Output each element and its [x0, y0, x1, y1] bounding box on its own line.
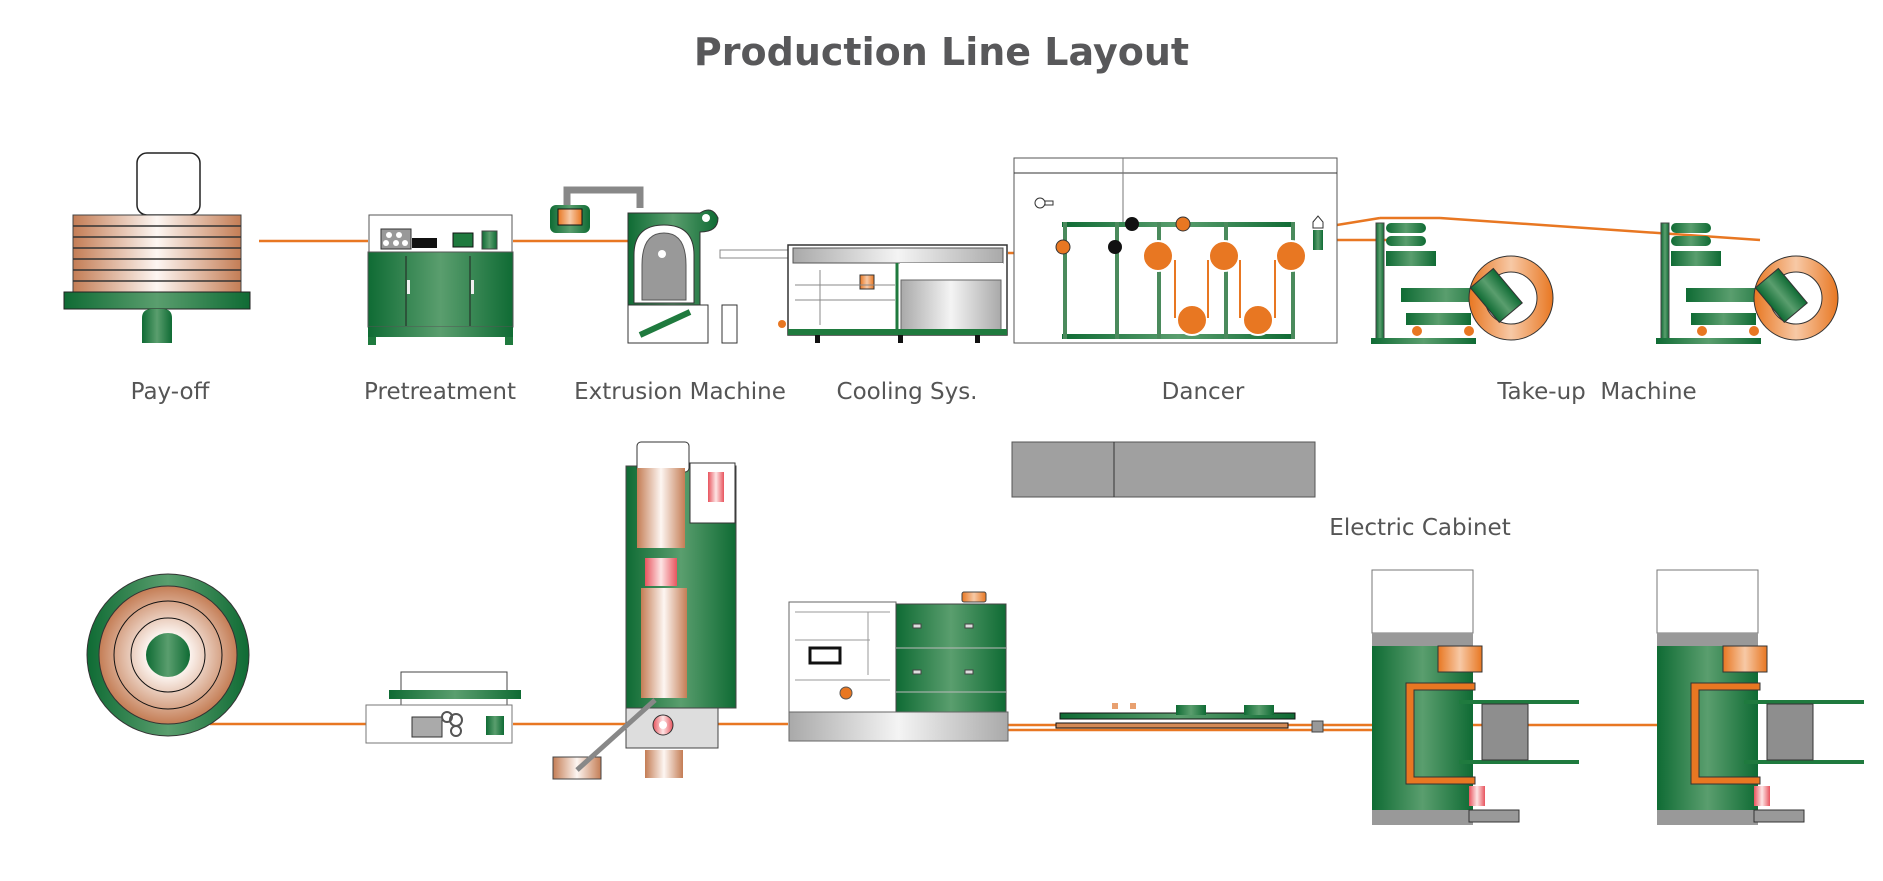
takeup-side-view-2	[1656, 222, 1839, 344]
payoff-top-view	[86, 573, 250, 737]
pretreatment-top-view	[365, 671, 521, 744]
label-extrusion-machine: Extrusion Machine	[574, 379, 786, 405]
takeup-top-view-1	[1371, 569, 1579, 825]
takeup-top-view-2	[1656, 569, 1864, 825]
label-takeup-machine: Take-up Machine	[1497, 379, 1697, 405]
page-title: Production Line Layout	[693, 30, 1190, 74]
label-cooling-sys: Cooling Sys.	[836, 379, 978, 405]
extrusion-side-view	[550, 186, 791, 344]
dancer-side-view	[1013, 157, 1338, 344]
dancer-top-view	[1055, 703, 1324, 733]
electric-cabinet	[1011, 441, 1316, 498]
cooling-top-view	[788, 591, 1009, 742]
extrusion-top-view	[552, 441, 737, 780]
label-pretreatment: Pretreatment	[364, 379, 516, 405]
label-electric-cabinet: Electric Cabinet	[1329, 515, 1511, 541]
label-dancer: Dancer	[1161, 379, 1245, 405]
pretreatment-side-view	[367, 214, 514, 345]
payoff-side-view	[63, 152, 251, 343]
cooling-side-view	[778, 244, 1008, 343]
takeup-side-view-1	[1371, 222, 1554, 344]
label-payoff: Pay-off	[130, 379, 210, 405]
